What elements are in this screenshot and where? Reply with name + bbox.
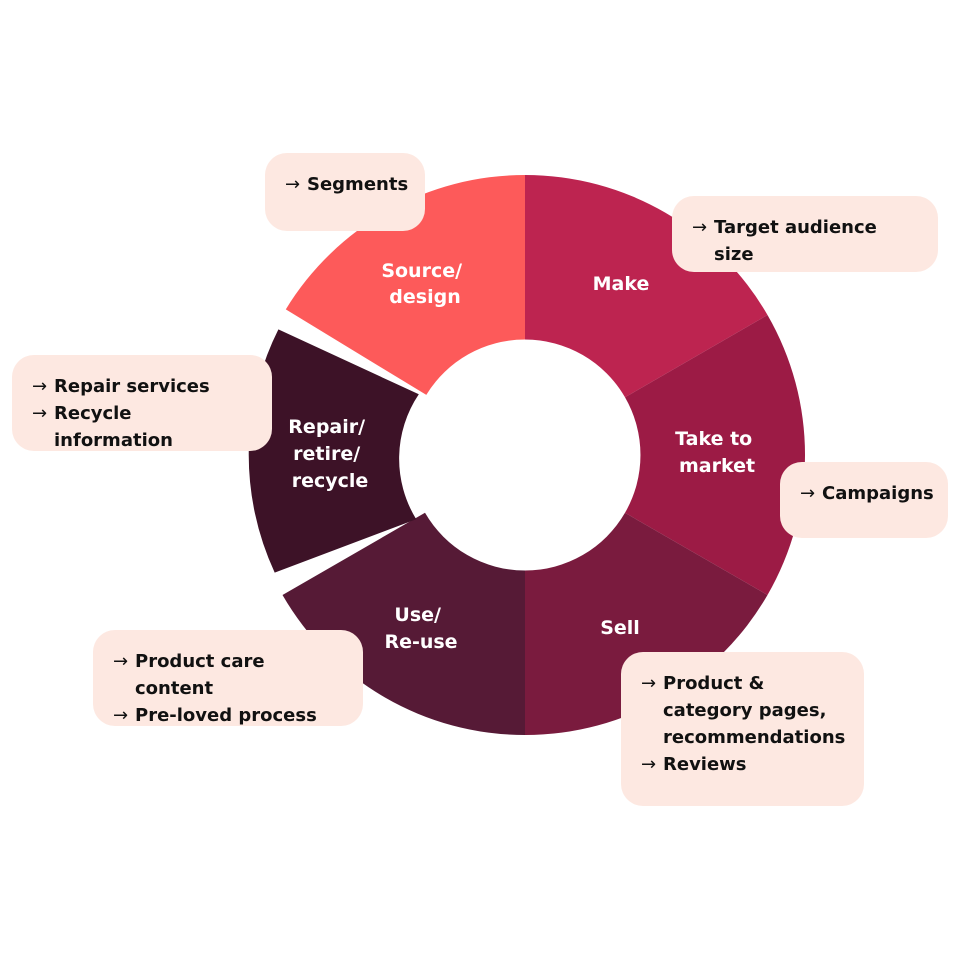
segment-sell (525, 512, 768, 735)
callout-use-reuse: →Product care content →Pre-loved process (93, 630, 363, 726)
callout-item: →Recycle information (32, 400, 252, 454)
segment-label-repair-retire-recycle: Repair/ retire/ recycle (288, 416, 371, 492)
callout-item: →Campaigns (800, 480, 934, 507)
arrow-right-icon: → (800, 483, 816, 504)
callout-sell: →Product & category pages, recommendatio… (621, 652, 864, 806)
callout-item: →Pre-loved process (113, 702, 343, 729)
arrow-right-icon: → (641, 673, 657, 694)
segment-take-to-market (625, 315, 806, 595)
callout-item: →Repair services (32, 373, 252, 400)
arrow-right-icon: → (692, 217, 708, 238)
callout-make: →Target audience size (672, 196, 938, 272)
segment-label-make: Make (593, 273, 650, 295)
callout-item: →Target audience size (692, 214, 918, 268)
segment-label-take-to-market: Take to market (675, 428, 759, 477)
callout-item: →Segments (285, 171, 408, 198)
segment-label-sell: Sell (600, 617, 640, 639)
arrow-right-icon: → (641, 754, 657, 775)
arrow-right-icon: → (285, 174, 301, 195)
segment-label-use-reuse: Use/ Re-use (384, 604, 457, 653)
callout-take-to-market: →Campaigns (780, 462, 948, 538)
segment-source-design (285, 175, 525, 395)
arrow-right-icon: → (32, 376, 48, 397)
segment-make (525, 175, 768, 398)
callout-item: →Product & category pages, recommendatio… (641, 670, 845, 751)
segment-repair-retire-recycle (248, 329, 419, 573)
arrow-right-icon: → (32, 403, 48, 424)
arrow-right-icon: → (113, 705, 129, 726)
segment-use-reuse (282, 512, 525, 735)
callout-item: →Reviews (641, 751, 844, 778)
callout-repair-retire-recycle: →Repair services →Recycle information (12, 355, 272, 451)
arrow-right-icon: → (113, 651, 129, 672)
callout-source-design: →Segments (265, 153, 425, 231)
segment-label-source-design: Source/ design (381, 260, 468, 308)
callout-item: →Product care content (113, 648, 343, 702)
